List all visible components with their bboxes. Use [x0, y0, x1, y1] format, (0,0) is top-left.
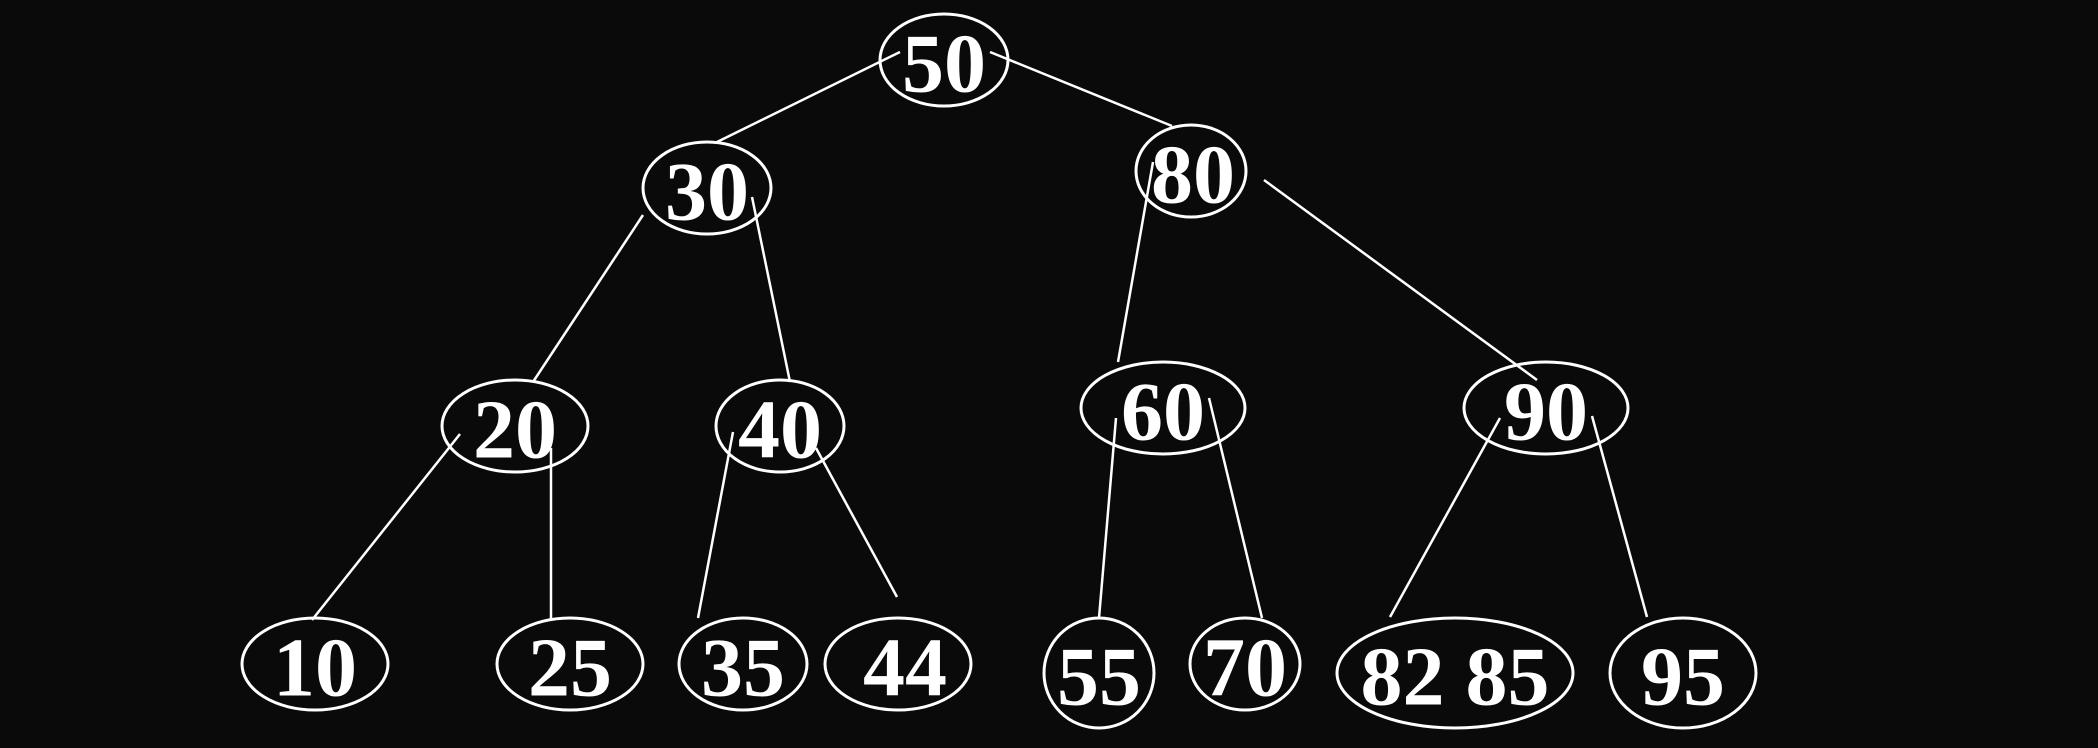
node-ellipse: [677, 616, 809, 712]
node-label: 82 85: [1361, 631, 1550, 724]
edge-60-70: [1207, 397, 1264, 619]
tree-node: 95: [1608, 616, 1758, 730]
node-ellipse: [495, 616, 645, 712]
tree-node: 70: [1188, 616, 1302, 715]
edge-80-60: [1116, 161, 1155, 363]
tree-node: 55: [1042, 616, 1156, 730]
tree-node: 60: [1079, 360, 1247, 459]
tree-node: 30: [641, 140, 773, 239]
edge-20-10: [311, 433, 461, 621]
edge-90-95: [1590, 415, 1649, 618]
edge-80-90: [1263, 178, 1538, 382]
tree-node: 50: [878, 12, 1010, 111]
node-label: 35: [701, 622, 785, 715]
tree-node: 10: [240, 616, 390, 715]
node-label: 70: [1203, 622, 1287, 715]
edges-layer: [311, 50, 1649, 621]
tree-node: 44: [823, 616, 973, 715]
edge-50-30: [714, 50, 901, 145]
node-ellipse: [440, 378, 590, 474]
tree-node: 35: [677, 616, 809, 715]
edge-60-55: [1097, 417, 1118, 619]
node-ellipse: [878, 12, 1010, 108]
node-ellipse: [641, 140, 773, 236]
node-ellipse: [823, 616, 973, 712]
node-label: 10: [273, 622, 357, 715]
node-ellipse: [714, 378, 846, 474]
node-ellipse: [1608, 616, 1758, 730]
edge-50-80: [989, 50, 1173, 128]
node-ellipse: [1079, 360, 1247, 456]
node-label: 50: [902, 18, 986, 111]
node-label: 90: [1504, 366, 1588, 459]
edge-30-20: [531, 214, 645, 383]
node-ellipse: [1335, 616, 1575, 730]
node-label: 44: [863, 622, 947, 715]
node-label: 25: [528, 622, 612, 715]
node-ellipse: [1462, 360, 1630, 456]
node-label: 95: [1641, 631, 1725, 724]
node-label: 20: [473, 384, 557, 477]
tree-node: 20: [440, 378, 590, 477]
node-ellipse: [1134, 123, 1248, 219]
node-label: 55: [1057, 631, 1141, 724]
tree-node: 90: [1462, 360, 1630, 459]
nodes-layer: 50 30 80 20 40 60 90 10: [240, 12, 1758, 730]
node-label: 40: [738, 384, 822, 477]
edge-40-44: [814, 447, 899, 598]
edge-40-35: [696, 431, 735, 619]
node-label: 80: [1151, 129, 1235, 222]
node-label: 30: [665, 146, 749, 239]
tree-node: 82 85: [1335, 616, 1575, 730]
edge-30-40: [750, 196, 792, 383]
tree-node: 40: [714, 378, 846, 477]
node-ellipse: [1042, 616, 1156, 730]
tree-node: 25: [495, 616, 645, 715]
node-ellipse: [1188, 616, 1302, 712]
edge-90-8285: [1388, 417, 1502, 618]
tree-node: 80: [1134, 123, 1248, 222]
node-ellipse: [240, 616, 390, 712]
node-label: 60: [1121, 366, 1205, 459]
